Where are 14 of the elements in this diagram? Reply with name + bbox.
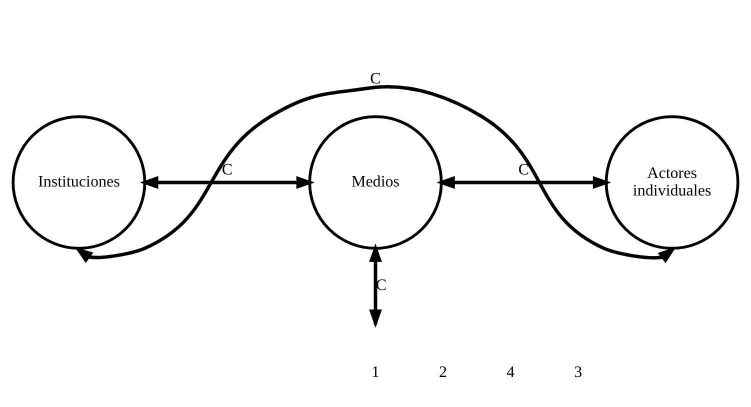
arrow [74,85,676,264]
arrow [140,176,315,189]
edge-label: C [518,162,530,179]
edge-label: C [370,70,381,88]
node-circle: Actores individuales [604,115,740,250]
edge-label: C [222,162,233,179]
label: 1 [371,364,380,382]
arrow [436,176,612,189]
label: 4 [506,364,515,382]
node-circle: Instituciones [12,115,146,250]
arrow [369,244,382,328]
label: 3 [574,364,582,382]
label: 2 [439,364,448,382]
node-circle: Medios [308,115,443,250]
